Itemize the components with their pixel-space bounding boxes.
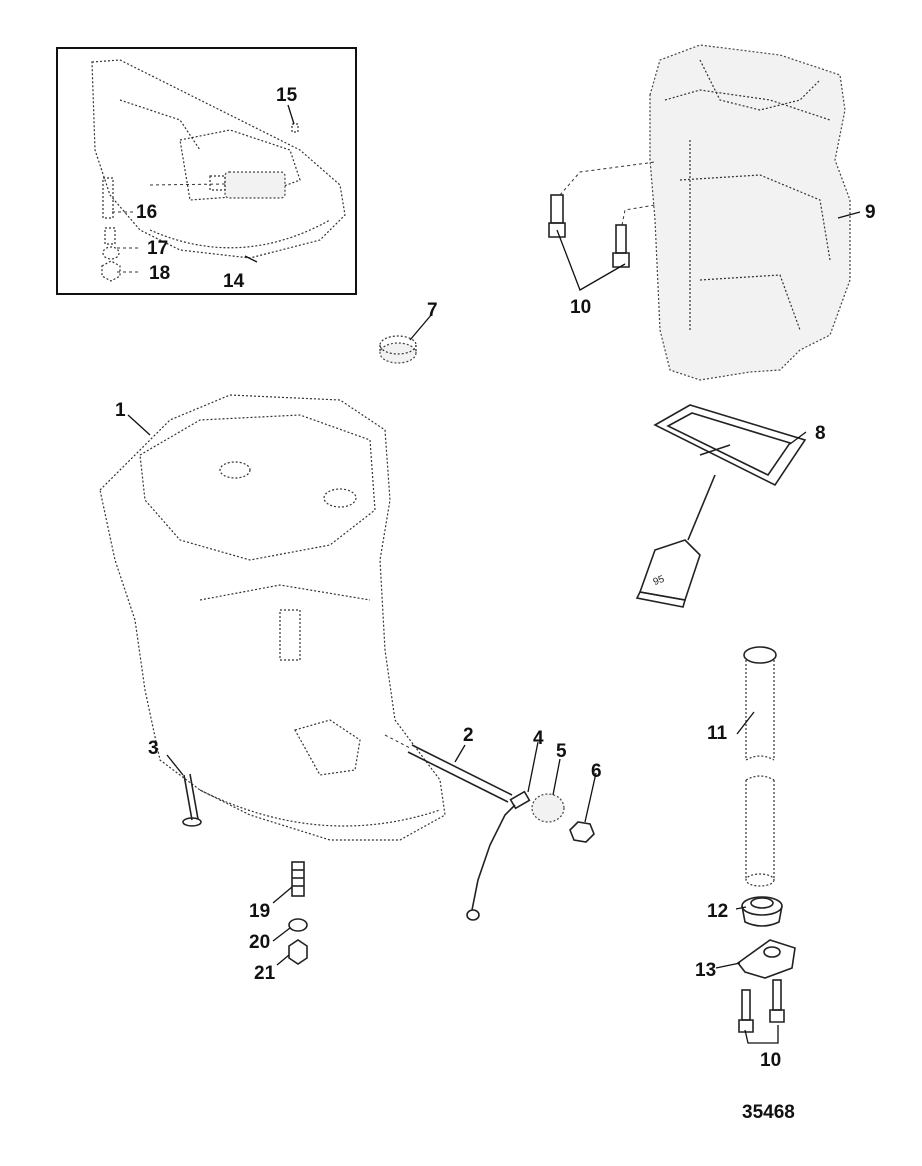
sealant-tube bbox=[635, 474, 716, 608]
callout-4: 4 bbox=[533, 728, 544, 749]
callout-11: 11 bbox=[707, 723, 728, 744]
callout-13: 13 bbox=[695, 960, 716, 981]
sealant-tube-label: 95 bbox=[652, 574, 667, 588]
callout-10-upper: 10 bbox=[570, 297, 591, 318]
inset-trim-tab-housing bbox=[91, 59, 346, 259]
callout-10-lower: 10 bbox=[760, 1050, 781, 1071]
water-tube bbox=[743, 646, 777, 887]
callout-17: 17 bbox=[147, 238, 168, 259]
leader-lines bbox=[112, 104, 861, 1044]
tube-bracket bbox=[736, 939, 796, 979]
callout-9: 9 bbox=[865, 202, 876, 223]
callout-6: 6 bbox=[591, 761, 602, 782]
spacer bbox=[531, 793, 565, 823]
bracket-bolts bbox=[738, 979, 785, 1033]
upper-housing bbox=[649, 44, 851, 381]
callout-12: 12 bbox=[707, 901, 728, 922]
driveshaft-housing bbox=[99, 394, 446, 841]
callout-16: 16 bbox=[136, 202, 157, 223]
callout-7: 7 bbox=[427, 300, 438, 321]
callout-18: 18 bbox=[149, 263, 170, 284]
callout-5: 5 bbox=[556, 741, 567, 762]
callout-21: 21 bbox=[254, 963, 276, 984]
gasket bbox=[653, 404, 807, 487]
callout-19: 19 bbox=[249, 901, 270, 922]
figure-id: 35468 bbox=[742, 1102, 795, 1123]
screw bbox=[182, 773, 202, 827]
inset-fasteners bbox=[101, 123, 299, 282]
ground-strap bbox=[466, 790, 531, 921]
callout-20: 20 bbox=[249, 932, 270, 953]
callout-8: 8 bbox=[815, 423, 826, 444]
callout-3: 3 bbox=[148, 738, 159, 759]
callout-15: 15 bbox=[276, 85, 298, 106]
callout-2: 2 bbox=[463, 725, 474, 746]
nut bbox=[569, 821, 595, 843]
grommet bbox=[379, 335, 417, 364]
inset-sensor bbox=[149, 171, 286, 199]
stud-19 bbox=[291, 861, 305, 897]
nut-21 bbox=[288, 939, 308, 965]
callout-1: 1 bbox=[115, 400, 126, 421]
inset-frame bbox=[56, 47, 357, 295]
upper-housing-bolts bbox=[548, 161, 656, 268]
washer-20 bbox=[288, 918, 308, 932]
stud bbox=[384, 734, 513, 803]
callout-14: 14 bbox=[223, 271, 245, 292]
tube-seal bbox=[741, 896, 783, 927]
